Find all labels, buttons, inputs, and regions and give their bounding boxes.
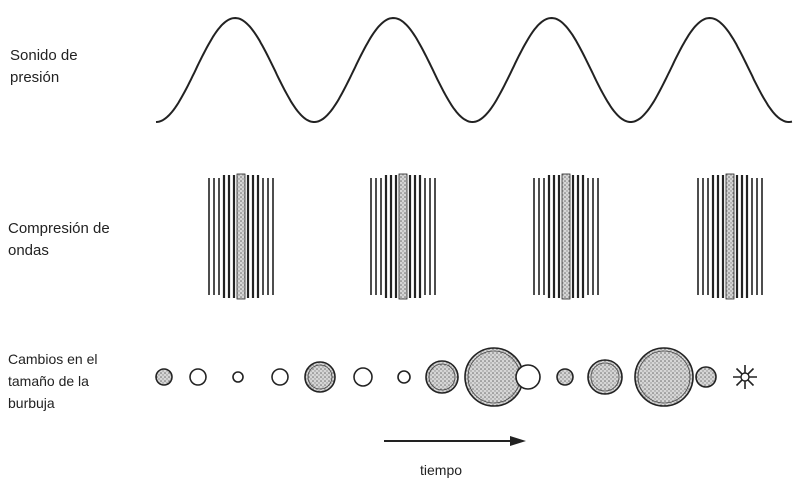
- compression-band: [697, 173, 763, 300]
- collapse-burst-icon: [733, 365, 757, 389]
- wave-compression-label-line2: ondas: [8, 242, 49, 259]
- compression-band: [533, 173, 599, 300]
- compression-core: [236, 173, 246, 300]
- sound-pressure-label-line1: Sonido de: [10, 47, 78, 64]
- bubble-inner-ring: [307, 364, 333, 390]
- bubble: [304, 361, 336, 393]
- bubble-inner-ring: [590, 362, 620, 392]
- bubble: [232, 371, 244, 383]
- time-arrow: [384, 436, 526, 446]
- wave-compression-label: Compresión de ondas: [8, 218, 110, 262]
- bubble-size-label-line3: burbuja: [8, 395, 55, 411]
- compression-core: [561, 173, 571, 300]
- compression-band: [370, 173, 436, 300]
- compression-core: [398, 173, 408, 300]
- bubble: [271, 368, 289, 386]
- wave-compression-bands: [208, 173, 763, 300]
- bubble: [397, 370, 411, 384]
- bubble: [695, 366, 717, 388]
- bubble-size-label-line1: Cambios en el: [8, 351, 98, 367]
- bubble: [464, 347, 524, 407]
- bubble: [189, 368, 207, 386]
- bubble-inner-ring: [428, 363, 456, 391]
- bubble: [155, 368, 173, 386]
- sound-pressure-label-line2: presión: [10, 69, 60, 86]
- compression-band: [208, 173, 274, 300]
- wave-compression-label-line1: Compresión de: [8, 220, 110, 237]
- bubble-sequence: [155, 347, 717, 407]
- time-axis-label: tiempo: [420, 462, 463, 478]
- bubble: [515, 364, 541, 390]
- bubble: [587, 359, 623, 395]
- bubble-inner-ring: [637, 350, 691, 404]
- bubble: [353, 367, 373, 387]
- sound-pressure-wave: [155, 16, 793, 124]
- bubble: [425, 360, 459, 394]
- bubble-size-label: Cambios en el tamaño de la burbuja: [8, 348, 98, 414]
- bubble: [634, 347, 694, 407]
- bubble-size-label-line2: tamaño de la: [8, 373, 89, 389]
- compression-core: [725, 173, 735, 300]
- sound-pressure-label: Sonido de presión: [10, 45, 78, 89]
- bubble: [556, 368, 574, 386]
